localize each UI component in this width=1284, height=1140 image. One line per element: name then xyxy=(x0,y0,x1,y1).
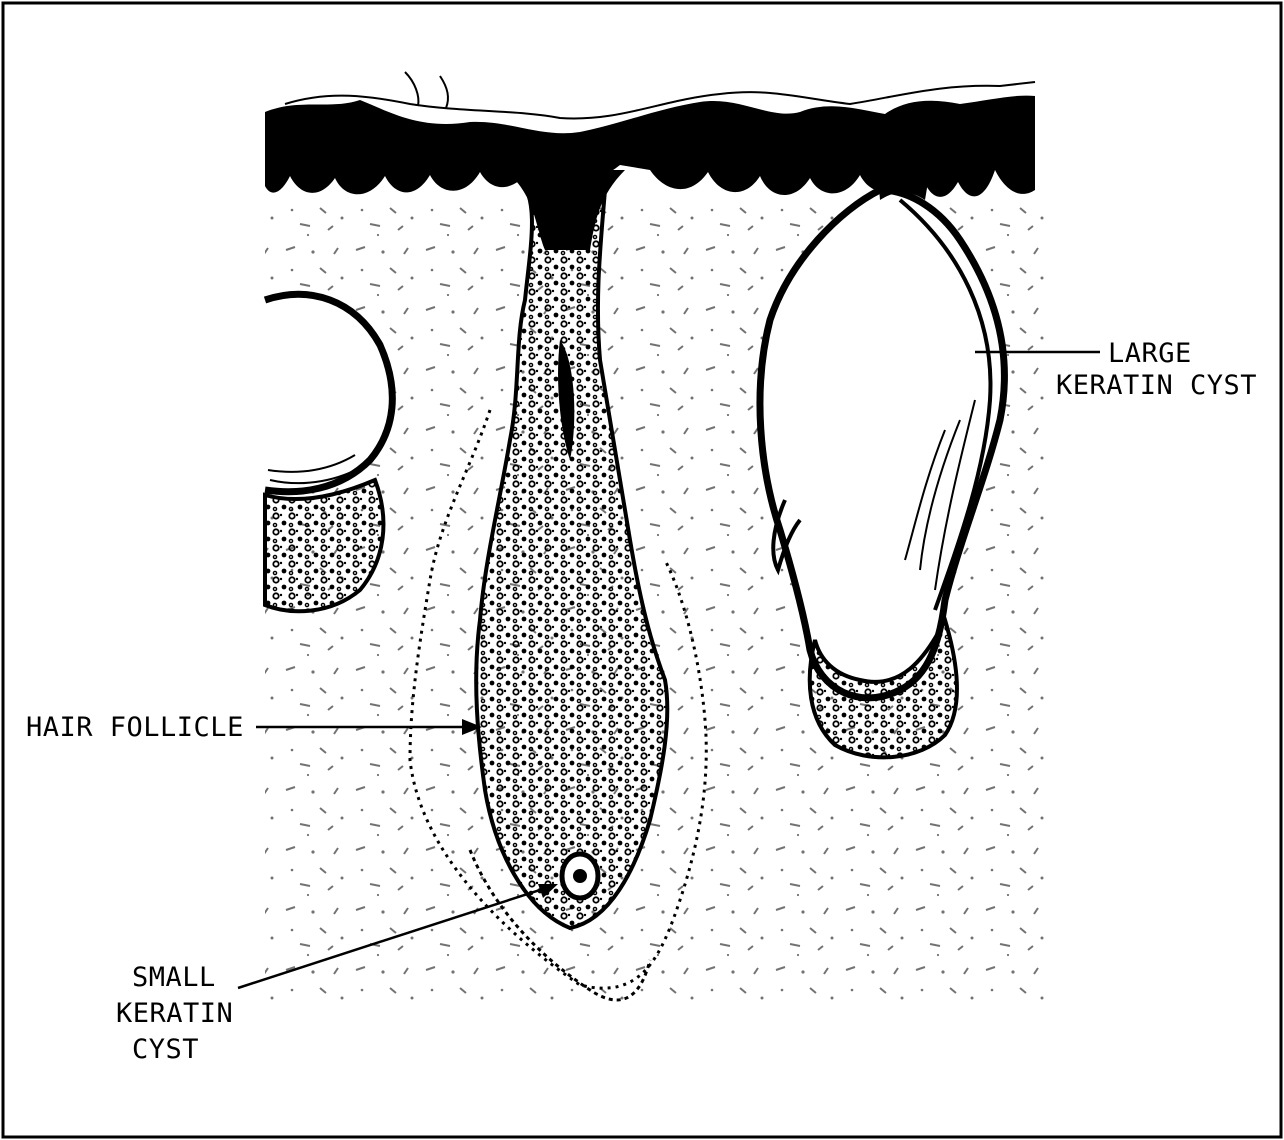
hair-follicle-label: HAIR FOLLICLE xyxy=(26,712,244,743)
small-keratin-cyst-core xyxy=(573,869,587,883)
large-keratin-cyst-label-line1: LARGE xyxy=(1108,338,1192,369)
small-keratin-cyst-label-line1: SMALL xyxy=(132,962,216,993)
small-keratin-cyst-label-line3: CYST xyxy=(132,1034,199,1065)
large-keratin-cyst-neck xyxy=(875,123,935,200)
large-keratin-cyst-label-line2: KERATIN CYST xyxy=(1056,370,1257,401)
small-keratin-cyst-label-line2: KERATIN xyxy=(116,998,233,1029)
